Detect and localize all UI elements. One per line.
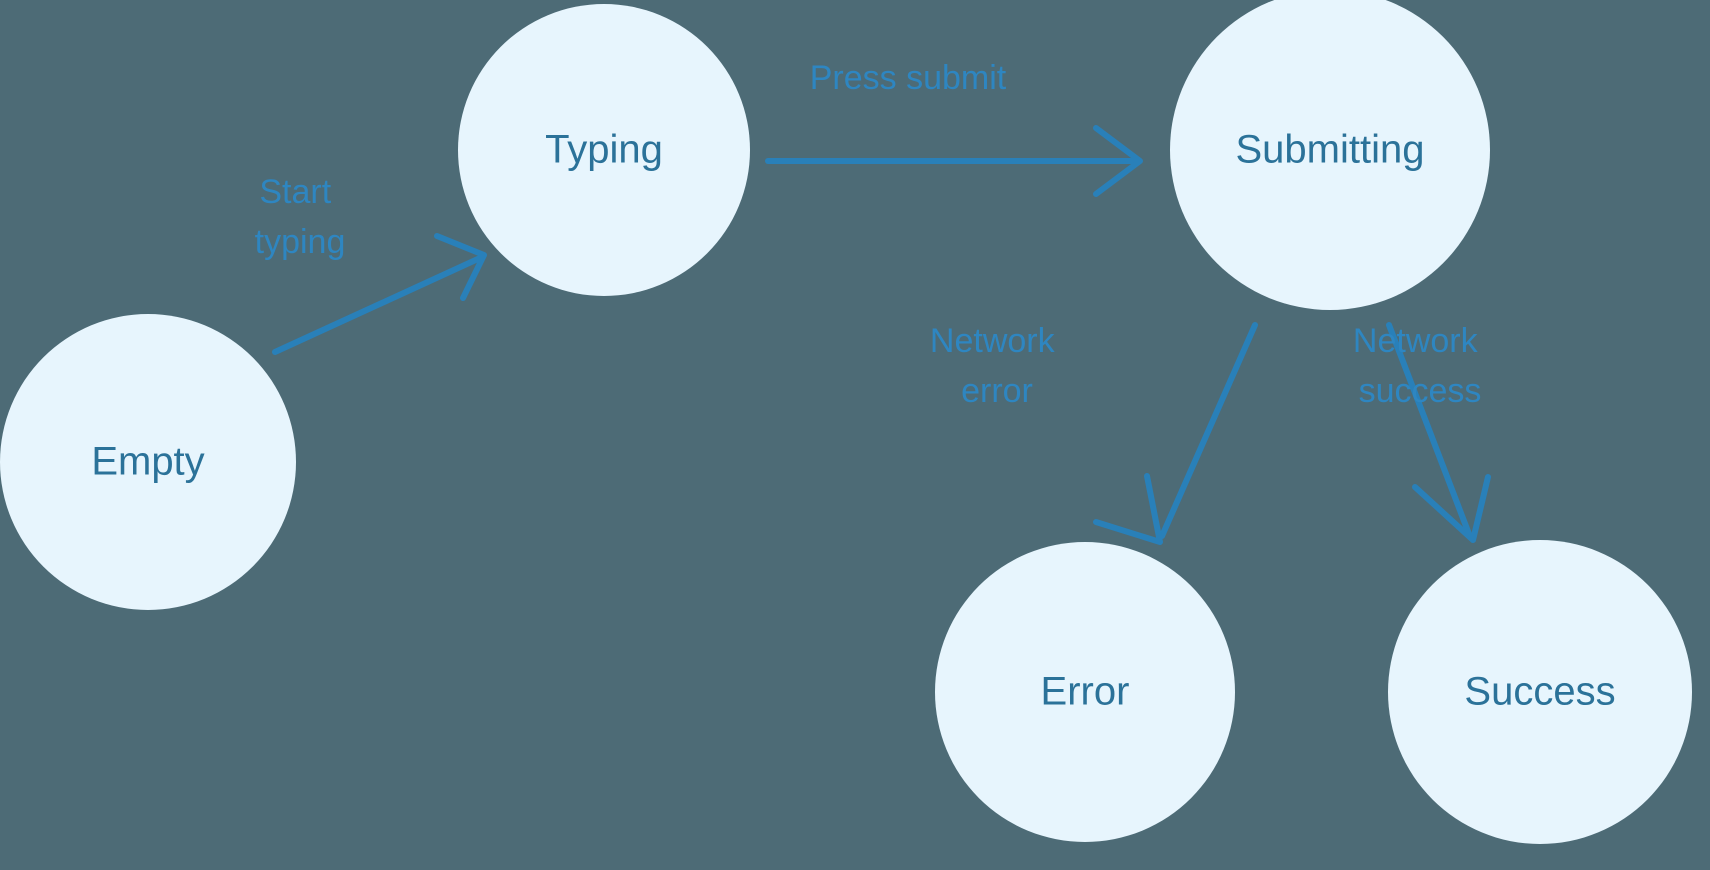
state-node-empty-label: Empty bbox=[91, 440, 204, 484]
state-node-typing-label: Typing bbox=[545, 128, 663, 172]
state-node-submitting-label: Submitting bbox=[1236, 128, 1425, 172]
edge-submitting-to-success: Network success bbox=[1353, 322, 1491, 543]
edge-label-line: Network bbox=[1353, 322, 1479, 360]
state-node-success-circle[interactable] bbox=[1388, 540, 1692, 844]
edge-submitting-to-success-line bbox=[1386, 322, 1472, 537]
edge-label-press-submit: Press submit bbox=[810, 59, 1007, 97]
state-node-submitting[interactable]: Submitting bbox=[1170, 0, 1490, 310]
state-node-empty-circle[interactable] bbox=[0, 314, 296, 610]
edge-submitting-to-error-line bbox=[1159, 322, 1258, 539]
edge-label-line: Press submit bbox=[810, 59, 1007, 97]
edge-submitting-to-success-arrowhead bbox=[1412, 474, 1491, 543]
state-node-success-label: Success bbox=[1464, 670, 1615, 714]
edge-label-line: typing bbox=[255, 223, 346, 261]
edge-empty-to-typing-line bbox=[272, 255, 483, 355]
edge-submitting-to-error: Network error bbox=[930, 322, 1258, 545]
state-node-success[interactable]: Success bbox=[1388, 540, 1692, 844]
edge-label-line: success bbox=[1359, 372, 1482, 410]
state-node-typing[interactable]: Typing bbox=[458, 4, 750, 296]
edge-label-line: Network bbox=[930, 322, 1056, 360]
edge-label-network-success: Network success bbox=[1353, 322, 1487, 410]
edge-empty-to-typing-arrowhead bbox=[434, 233, 487, 301]
edge-typing-to-submitting-arrowhead bbox=[1093, 125, 1143, 197]
edge-submitting-to-error-arrowhead bbox=[1093, 473, 1163, 545]
state-node-empty[interactable]: Empty bbox=[0, 314, 296, 610]
edge-label-line: Start bbox=[259, 173, 331, 211]
state-node-error-circle[interactable] bbox=[935, 542, 1235, 842]
edge-typing-to-submitting: Press submit bbox=[765, 59, 1143, 197]
edge-empty-to-typing: Start typing bbox=[255, 173, 487, 355]
state-node-typing-circle[interactable] bbox=[458, 4, 750, 296]
edge-label-start-typing: Start typing bbox=[255, 173, 346, 261]
edge-label-line: error bbox=[961, 372, 1033, 410]
state-node-error-label: Error bbox=[1041, 670, 1130, 714]
state-node-error[interactable]: Error bbox=[935, 542, 1235, 842]
edge-label-network-error: Network error bbox=[930, 322, 1064, 410]
state-node-submitting-circle[interactable] bbox=[1170, 0, 1490, 310]
